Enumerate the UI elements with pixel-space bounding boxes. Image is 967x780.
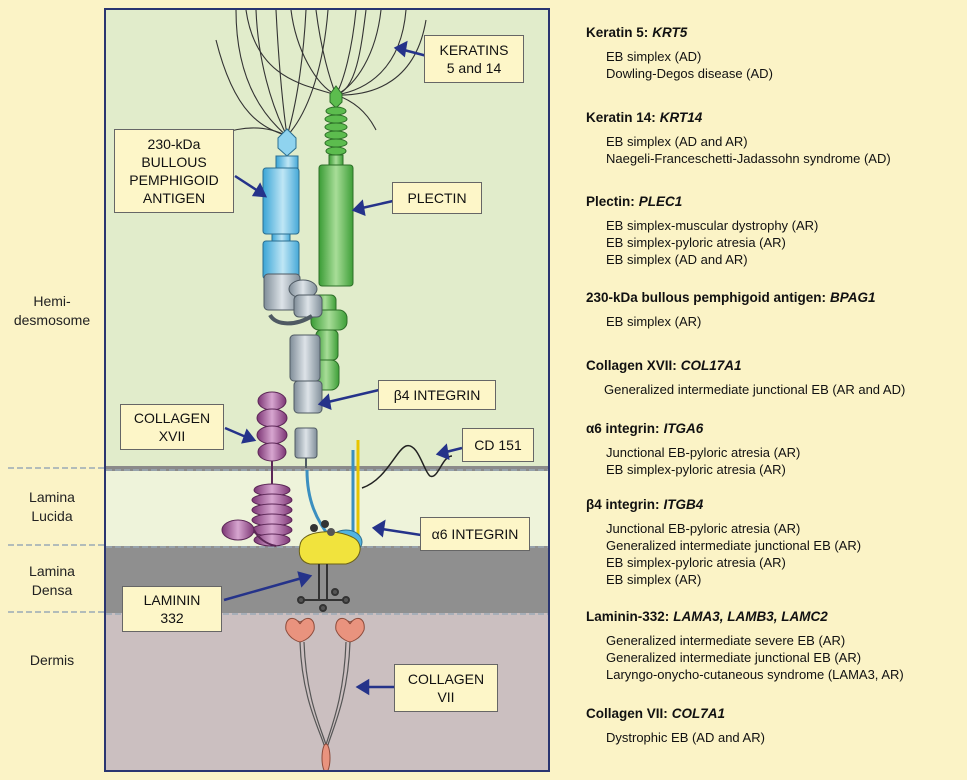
legend-protein-name: Keratin 5: <box>586 25 649 40</box>
legend-gene: KRT5 <box>652 25 688 40</box>
layer-label-lamina-densa: Lamina Densa <box>29 563 75 598</box>
layer-label-hemidesmosome: Hemi- desmosome <box>13 293 91 328</box>
legend-entry-title: Keratin 14:KRT14 <box>586 109 961 126</box>
legend-disease-list: Dystrophic EB (AD and AR) <box>606 729 961 746</box>
laminin332-protein <box>297 564 350 612</box>
legend-entry-alpha6-integrin: α6 integrin:ITGA6 Junctional EB-pyloric … <box>586 420 961 478</box>
legend-disease: EB simplex (AD and AR) <box>606 252 748 267</box>
legend-entry-collagen7: Collagen VII:COL7A1 Dystrophic EB (AD an… <box>586 705 961 746</box>
legend-disease: Generalized intermediate junctional EB (… <box>604 382 906 397</box>
legend-gene: PLEC1 <box>638 194 683 209</box>
beta4-integrin-protein <box>263 273 334 541</box>
legend-disease-list: EB simplex (AR) <box>606 313 961 330</box>
legend-gene: ITGA6 <box>663 421 704 436</box>
legend-disease: EB simplex (AD and AR) <box>606 134 748 149</box>
legend-disease: Junctional EB-pyloric atresia (AR) <box>606 445 801 460</box>
legend-entry-laminin332: Laminin-332:LAMA3, LAMB3, LAMC2 Generali… <box>586 608 961 683</box>
legend-protein-name: β4 integrin: <box>586 497 660 512</box>
legend-entry-beta4-integrin: β4 integrin:ITGB4 Junctional EB-pyloric … <box>586 496 961 588</box>
legend-entry-title: Laminin-332:LAMA3, LAMB3, LAMC2 <box>586 608 961 625</box>
legend-gene: COL17A1 <box>680 358 742 373</box>
legend-entry-title: Collagen VII:COL7A1 <box>586 705 961 722</box>
callout-beta4-integrin: β4 INTEGRIN <box>378 380 496 410</box>
callout-alpha6-integrin: α6 INTEGRIN <box>420 517 530 551</box>
gene-disease-legend: Keratin 5:KRT5 EB simplex (AD) Dowling-D… <box>550 0 967 780</box>
legend-gene: LAMA3, LAMB3, LAMC2 <box>673 609 828 624</box>
legend-gene: ITGB4 <box>663 497 704 512</box>
legend-disease: EB simplex (AD) <box>606 49 702 64</box>
callout-keratins: KERATINS 5 and 14 <box>424 35 524 83</box>
legend-disease: EB simplex-pyloric atresia (AR) <box>606 555 786 570</box>
legend-disease: EB simplex-pyloric atresia (AR) <box>606 462 786 477</box>
cd151-protein <box>361 445 453 489</box>
legend-protein-name: Keratin 14: <box>586 110 656 125</box>
alpha6-integrin-protein <box>298 440 363 565</box>
legend-entry-title: α6 integrin:ITGA6 <box>586 420 961 437</box>
legend-protein-name: Laminin-332: <box>586 609 670 624</box>
legend-gene: COL7A1 <box>671 706 726 721</box>
plasma-membrane <box>106 466 548 471</box>
callout-cd151: CD 151 <box>462 428 534 462</box>
legend-disease: Generalized intermediate junctional EB (… <box>606 538 862 553</box>
legend-disease-list: Junctional EB-pyloric atresia (AR) EB si… <box>606 444 961 478</box>
legend-disease-list: EB simplex (AD) Dowling-Degos disease (A… <box>606 48 961 82</box>
callout-collagen17: COLLAGEN XVII <box>120 404 224 450</box>
legend-disease: Laryngo-onycho-cutaneous syndrome (LAMA3… <box>606 667 904 682</box>
legend-disease: Junctional EB-pyloric atresia (AR) <box>606 521 801 536</box>
legend-protein-name: Collagen XVII: <box>586 358 677 373</box>
legend-entry-keratin14: Keratin 14:KRT14 EB simplex (AD and AR) … <box>586 109 961 167</box>
legend-entry-title: Collagen XVII:COL17A1 <box>586 357 961 374</box>
legend-protein-name: Plectin: <box>586 194 635 209</box>
bpag-protein <box>262 128 300 280</box>
legend-disease: EB simplex-pyloric atresia (AR) <box>606 235 786 250</box>
layer-label-lamina-lucida: Lamina Lucida <box>29 489 75 524</box>
hemidesmosome-diagram: KERATINS 5 and 14 230-kDa BULLOUS PEMPHI… <box>104 8 550 772</box>
legend-entry-title: Plectin:PLEC1 <box>586 193 961 210</box>
legend-protein-name: α6 integrin: <box>586 421 660 436</box>
callout-bpag: 230-kDa BULLOUS PEMPHIGOID ANTIGEN <box>114 129 234 213</box>
diagram-drawing <box>106 10 548 770</box>
legend-disease: Dowling-Degos disease (AD) <box>606 66 773 81</box>
collagen17-protein <box>221 391 293 547</box>
callout-collagen7: COLLAGEN VII <box>394 664 498 712</box>
legend-disease-list: EB simplex (AD and AR) Naegeli-Francesch… <box>606 133 961 167</box>
legend-disease-list: EB simplex-muscular dystrophy (AR) EB si… <box>606 217 961 268</box>
legend-disease: EB simplex (AR) <box>606 314 702 329</box>
legend-entry-collagen17: Collagen XVII:COL17A1 Generalized interm… <box>586 357 961 398</box>
legend-entry-title: β4 integrin:ITGB4 <box>586 496 961 513</box>
layer-label-dermis: Dermis <box>29 652 75 668</box>
callout-laminin332: LAMININ 332 <box>122 586 222 632</box>
collagen7-protein <box>285 617 365 770</box>
legend-disease: Generalized intermediate junctional EB (… <box>606 650 862 665</box>
callout-arrows <box>223 40 463 696</box>
legend-disease: Generalized intermediate severe EB (AR) <box>606 633 846 648</box>
legend-entry-bpag: 230-kDa bullous pemphigoid antigen:BPAG1… <box>586 289 961 330</box>
legend-protein-name: 230-kDa bullous pemphigoid antigen: <box>586 290 827 305</box>
legend-disease-list: Generalized intermediate junctional EB (… <box>604 381 961 398</box>
legend-disease: Dystrophic EB (AD and AR) <box>606 730 765 745</box>
legend-gene: KRT14 <box>659 110 703 125</box>
legend-gene: BPAG1 <box>830 290 876 305</box>
legend-entry-keratin5: Keratin 5:KRT5 EB simplex (AD) Dowling-D… <box>586 24 961 82</box>
legend-protein-name: Collagen VII: <box>586 706 668 721</box>
legend-disease-list: Generalized intermediate severe EB (AR) … <box>606 632 961 683</box>
callout-plectin: PLECTIN <box>392 182 482 214</box>
legend-disease: EB simplex (AR) <box>606 572 702 587</box>
legend-entry-plectin: Plectin:PLEC1 EB simplex-muscular dystro… <box>586 193 961 268</box>
legend-disease-list: Junctional EB-pyloric atresia (AR) Gener… <box>606 520 961 588</box>
legend-disease: Naegeli-Franceschetti-Jadassohn syndrome… <box>606 151 891 166</box>
legend-entry-title: 230-kDa bullous pemphigoid antigen:BPAG1 <box>586 289 961 306</box>
legend-entry-title: Keratin 5:KRT5 <box>586 24 961 41</box>
layer-dividers <box>8 467 104 613</box>
legend-disease: EB simplex-muscular dystrophy (AR) <box>606 218 819 233</box>
